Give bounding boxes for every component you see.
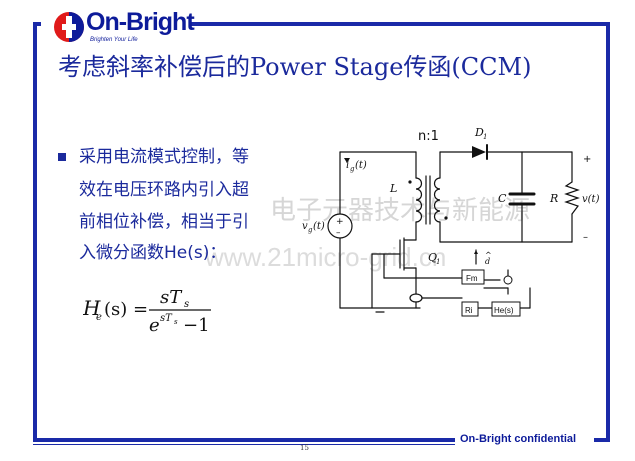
he-formula: H e (s) = sT s e sT s −1	[83, 287, 211, 336]
duty-hat: ^	[485, 251, 492, 260]
capacitor-label: C	[498, 192, 507, 205]
formula-lhs-sub: e	[96, 312, 102, 323]
output-minus: –	[583, 232, 588, 243]
formula-lhs-arg: (s) =	[104, 299, 148, 320]
slide-title: 考虑斜率补偿后的Power Stage传函(CCM)	[58, 53, 532, 81]
transformer-icon	[415, 175, 441, 225]
frame-top	[33, 22, 41, 26]
summing-junction-icon	[503, 275, 513, 285]
frame-right	[606, 22, 610, 442]
current-label: i	[346, 160, 349, 171]
voltage-source-icon	[327, 213, 353, 239]
fm-block	[461, 269, 485, 285]
output-plus: +	[583, 154, 591, 165]
current-sub: g	[350, 165, 355, 173]
frame-bottom-right	[594, 438, 610, 442]
formula-numerator-sub: s	[184, 299, 189, 310]
frame-top-right	[190, 22, 610, 26]
bullet-line-3: 前相位补偿，相当于引	[79, 212, 249, 232]
logo-name: On-Bright	[86, 8, 195, 36]
bullet-line-1: 采用电流模式控制，等	[79, 147, 249, 167]
duty-arrow-icon	[474, 250, 478, 254]
resistor-label: R	[549, 192, 558, 205]
logo-icon	[54, 12, 84, 42]
diode-label: D	[474, 126, 484, 139]
logo-tagline: Brighten Your Life	[90, 37, 138, 43]
current-arrow-icon	[344, 158, 350, 163]
switch-label: Q	[428, 251, 437, 264]
ri-block	[461, 301, 479, 317]
watermark-chinese: 电子元器技术与新能源	[270, 196, 531, 226]
output-voltage-label: v(t)	[582, 194, 600, 205]
bullet-line-4: 入微分函数He(s)：	[79, 243, 227, 263]
source-arg: (t)	[313, 221, 325, 232]
source-label: v	[302, 221, 308, 232]
inductor-label: L	[389, 182, 397, 195]
fm-label: Fm	[466, 274, 478, 283]
capacitor-icon	[508, 192, 536, 206]
source-sub: g	[308, 226, 313, 234]
source-minus: –	[336, 228, 341, 238]
he-label: He(s)	[494, 306, 514, 315]
watermark-url: www.21micro-grid.cn	[205, 242, 447, 272]
formula-numerator: sT	[160, 287, 183, 308]
formula-denom-tail: −1	[183, 315, 210, 336]
footer-confidential: On-Bright confidential	[460, 433, 577, 445]
diode-sub: 1	[483, 133, 487, 141]
bullet-icon	[58, 153, 66, 161]
source-plus: +	[336, 217, 344, 227]
switch-sub: 1	[436, 258, 440, 266]
page-number: 15	[300, 444, 309, 452]
frame-bottom	[33, 438, 455, 442]
duty-label: d	[485, 257, 490, 266]
diode-icon	[472, 144, 488, 160]
flyback-circuit-diagram: + – n:1 D 1 i g (t) L v g (t) C R v(t) +…	[302, 126, 600, 317]
bullet-line-2: 效在电压环路内引入超	[79, 180, 249, 200]
frame-left	[33, 22, 37, 442]
resistor-icon	[564, 181, 580, 215]
formula-denom-exp-sub: s	[174, 318, 178, 326]
formula-denom-exp: sT	[160, 313, 173, 324]
frame-bottom-line	[33, 444, 455, 445]
transformer-ratio: n:1	[418, 129, 439, 144]
he-block	[491, 301, 521, 317]
formula-denom-base: e	[149, 315, 160, 336]
current-arg: (t)	[355, 160, 367, 171]
formula-lhs: H	[83, 296, 101, 320]
ri-label: Ri	[465, 306, 473, 315]
